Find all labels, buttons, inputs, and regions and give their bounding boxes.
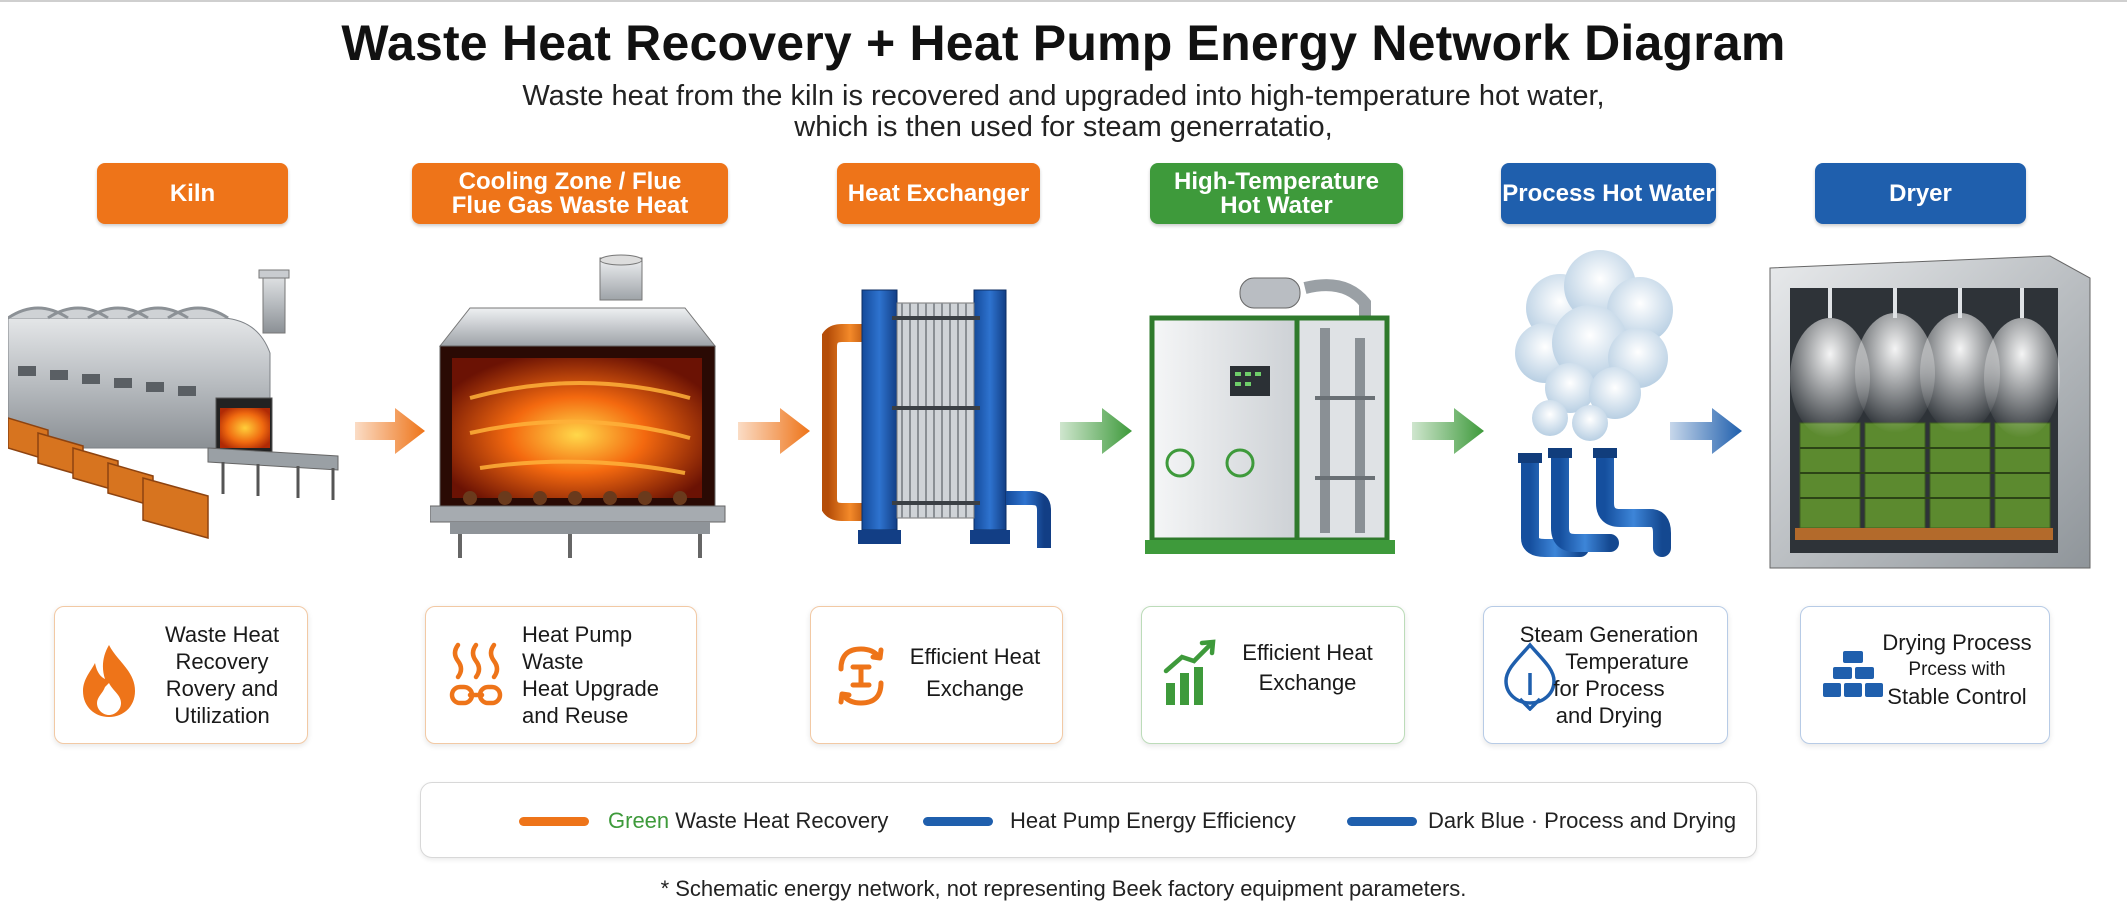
stage-label-text: Flue Gas Waste Heat: [451, 191, 689, 219]
info-card-text: Drying Process Prcess with Stable Contro…: [1871, 629, 2043, 710]
info-card-line: Heat Upgrade: [522, 676, 659, 701]
info-card-heat-pump: Heat Pump Waste Heat Upgrade and Reuse: [425, 606, 697, 744]
info-card-line: Exchange: [926, 676, 1024, 701]
info-card-line: and Reuse: [522, 703, 629, 728]
heat-pump-unit-illustration: [1145, 277, 1395, 554]
steam-pipes-illustration: [1515, 250, 1673, 557]
kiln-illustration: [8, 269, 339, 539]
stage-label-heat-exchanger: Heat Exchanger: [837, 163, 1040, 224]
legend-swatch-orange: [519, 817, 589, 826]
info-card-line: Efficient Heat: [1242, 640, 1373, 665]
stage-label-high-temp-water: High-Temperature Hot Water: [1150, 163, 1403, 224]
stage-label-text: Dryer: [1889, 179, 1952, 207]
footnote: * Schematic energy network, not represen…: [660, 876, 1467, 901]
legend-swatch-dark-blue: [1347, 817, 1417, 826]
water-drop-icon: [1504, 642, 1556, 711]
legend-swatch-blue: [923, 817, 993, 826]
legend-label: Waste Heat Recovery: [669, 808, 889, 833]
plate-heat-exchanger-illustration: [822, 289, 1051, 548]
info-card-text: Efficient Heat Exchange: [1230, 639, 1385, 696]
furnace-illustration: [430, 254, 726, 558]
arrow-right-icon: [738, 408, 810, 454]
dryer-chamber-illustration: [1769, 255, 2091, 569]
info-card-text: Heat Pump Waste Heat Upgrade and Reuse: [522, 621, 672, 729]
legend-item-process-drying: Dark Blue · Process and Drying: [1428, 808, 1737, 833]
stacked-blocks-icon: [1823, 651, 1883, 697]
info-card-line: Stable Control: [1887, 684, 2027, 709]
stage-label-dryer: Dryer: [1815, 163, 2026, 224]
arrow-right-icon: [1670, 408, 1742, 454]
info-card-text: Steam Generation Temperature for Process…: [1494, 621, 1724, 729]
info-card-line: Prcess with: [1908, 659, 2006, 680]
info-card-efficient-exchange: Efficient Heat Exchange: [1141, 606, 1405, 744]
info-card-line: Efficient Heat: [909, 644, 1041, 669]
diagram-title: Waste Heat Recovery + Heat Pump Energy N…: [341, 15, 1786, 71]
top-divider: [0, 0, 2127, 2]
info-card-line: Steam Generation: [1519, 622, 1699, 647]
legend-item-waste-heat: Green Waste Heat Recovery: [608, 808, 888, 834]
stage-label-process-hot-water: Process Hot Water: [1501, 163, 1716, 224]
stage-label-text: Kiln: [169, 179, 216, 207]
heat-waves-icon: [449, 642, 503, 706]
stage-label-text: Hot Water: [1220, 191, 1333, 219]
info-card-heat-exchange: Efficient Heat Exchange: [810, 606, 1063, 744]
info-card-line: Waste Heat: [164, 622, 280, 647]
info-card-line: Temperature: [1565, 649, 1689, 674]
legend: Green Waste Heat Recovery Heat Pump Ener…: [420, 782, 1757, 858]
legend-item-heat-pump: Heat Pump Energy Efficiency: [1010, 808, 1296, 833]
stage-label-text: High-Temperature: [1174, 167, 1379, 195]
info-card-line: Waste: [522, 649, 584, 674]
info-card-drying-process: Drying Process Prcess with Stable Contro…: [1800, 606, 2050, 744]
stage-label-kiln: Kiln: [97, 163, 288, 224]
info-card-line: Heat Pump: [522, 622, 633, 647]
heat-exchange-icon: [838, 646, 884, 706]
stage-label-text: Heat Exchanger: [847, 179, 1030, 207]
info-card-line: Exchange: [1258, 670, 1357, 695]
arrow-right-icon: [1412, 408, 1484, 454]
growth-chart-icon: [1163, 639, 1216, 705]
info-card-text: Efficient Heat Exchange: [899, 643, 1051, 702]
stage-label-text: Process Hot Water: [1502, 179, 1715, 207]
stage-label-cooling-zone: Cooling Zone / Flue Flue Gas Waste Heat: [412, 163, 728, 224]
flame-icon: [83, 645, 135, 717]
stage-label-text: Cooling Zone / Flue: [458, 167, 682, 195]
info-card-line: Drying Process: [1882, 630, 2032, 655]
info-card-line: Utilization: [174, 703, 270, 728]
info-card-line: and Drying: [1555, 703, 1663, 728]
info-card-text: Waste Heat Recovery Rovery and Utilizati…: [147, 621, 297, 729]
info-card-waste-heat: Waste Heat Recovery Rovery and Utilizati…: [54, 606, 308, 744]
subtitle-line-1: Waste heat from the kiln is recovered an…: [522, 80, 1605, 112]
info-card-line: Rovery and: [165, 676, 279, 701]
arrow-right-icon: [1060, 408, 1132, 454]
legend-accent-text: Green: [608, 808, 670, 833]
subtitle-line-2: which is then used for steam generratati…: [794, 111, 1333, 143]
info-card-line: for Process: [1553, 676, 1665, 701]
info-card-line: Recovery: [175, 649, 269, 674]
info-card-steam-generation: Steam Generation Temperature for Process…: [1483, 606, 1728, 744]
arrow-right-icon: [355, 408, 425, 454]
